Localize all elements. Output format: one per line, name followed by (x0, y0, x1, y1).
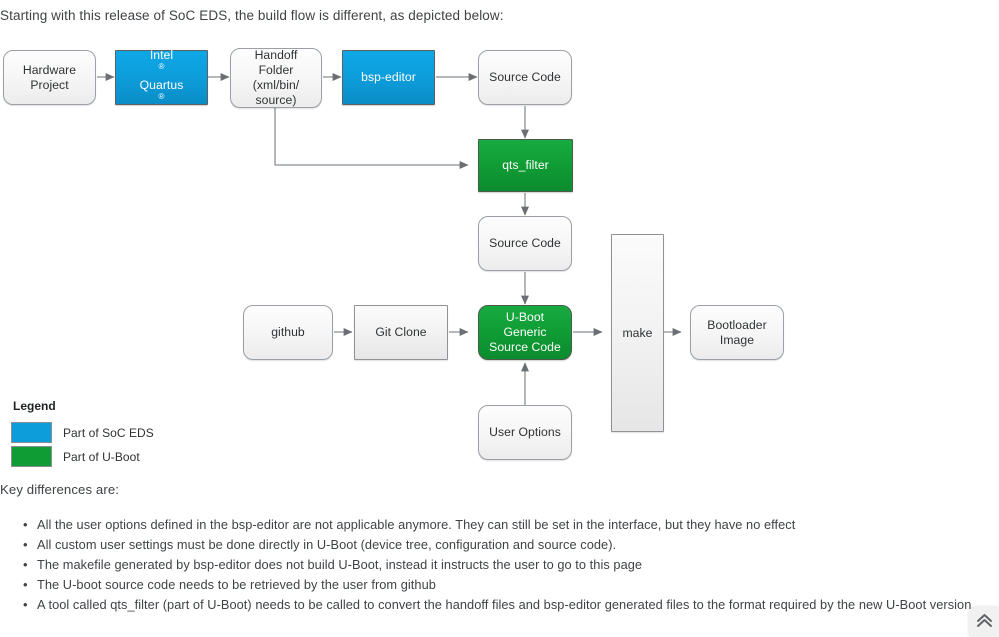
node-make-label: make (622, 325, 653, 340)
diagram-connectors (97, 73, 682, 405)
legend-swatch-soc-eds (11, 422, 52, 443)
hardware-project-line2: Project (30, 77, 69, 92)
list-item: All custom user settings must be done di… (23, 535, 999, 555)
legend-item-uboot: Part of U-Boot (11, 446, 154, 467)
node-git-clone-label: Git Clone (375, 325, 427, 339)
intel-quartus-line2: Quartus® (134, 78, 190, 108)
key-differences-list: All the user options defined in the bsp-… (0, 515, 999, 615)
handoff-line3: source) (255, 93, 297, 107)
node-intel-quartus-label: Intel® Quartus® (131, 48, 193, 108)
node-source-code-2-label: Source Code (489, 236, 561, 250)
bootloader-line1: Bootloader (707, 317, 767, 332)
intel-word: Intel (149, 47, 174, 62)
node-user-options-label: User Options (489, 425, 561, 439)
node-github[interactable]: github (243, 305, 333, 360)
legend-swatch-uboot (11, 446, 52, 467)
intel-quartus-line1: Intel® (134, 48, 190, 78)
legend-title: Legend (13, 399, 56, 413)
legend: Legend Part of SoC EDS Part of U-Boot (11, 399, 154, 470)
registered-mark-1: ® (158, 61, 165, 71)
registered-mark-2: ® (158, 91, 165, 101)
uboot-line1: U-Boot (505, 310, 545, 324)
handoff-line2: (xml/bin/ (252, 78, 300, 92)
handoff-line1: Handoff Folder (254, 48, 298, 77)
node-bsp-editor[interactable]: bsp-editor (342, 50, 435, 105)
node-source-code-1[interactable]: Source Code (478, 50, 572, 105)
node-qts-filter[interactable]: qts_filter (478, 139, 573, 192)
node-handoff-folder[interactable]: Handoff Folder(xml/bin/source) (230, 48, 322, 108)
scroll-to-top-button[interactable] (969, 607, 999, 637)
node-intel-quartus[interactable]: Intel® Quartus® (115, 48, 208, 108)
node-git-clone[interactable]: Git Clone (354, 305, 448, 360)
intro-paragraph: Starting with this release of SoC EDS, t… (0, 8, 504, 23)
node-github-label: github (271, 325, 305, 339)
legend-item-soc-eds: Part of SoC EDS (11, 422, 154, 443)
key-differences-heading: Key differences are: (0, 482, 120, 497)
uboot-line3: Source Code (489, 340, 561, 354)
node-user-options[interactable]: User Options (478, 405, 572, 460)
node-handoff-folder-label: Handoff Folder(xml/bin/source) (231, 48, 321, 108)
double-chevron-up-glyph (976, 614, 992, 627)
list-item: The U-boot source code needs to be retri… (23, 575, 999, 595)
double-chevron-up-icon (976, 613, 993, 631)
node-make[interactable]: make (611, 234, 664, 432)
bootloader-line2: Image (719, 332, 755, 347)
uboot-line2: Generic (503, 325, 547, 339)
node-bsp-editor-label: bsp-editor (361, 70, 416, 84)
list-item: The makefile generated by bsp-editor doe… (23, 555, 999, 575)
node-qts-filter-label: qts_filter (502, 158, 549, 172)
node-source-code-2[interactable]: Source Code (478, 216, 572, 271)
node-source-code-1-label: Source Code (489, 70, 561, 84)
quartus-word: Quartus (139, 77, 184, 92)
legend-label-uboot: Part of U-Boot (63, 449, 140, 464)
legend-label-soc-eds: Part of SoC EDS (63, 425, 154, 440)
hardware-project-line1: Hardware (22, 62, 77, 77)
list-item: All the user options defined in the bsp-… (23, 515, 999, 535)
list-item: A tool called qts_filter (part of U-Boot… (23, 595, 999, 615)
